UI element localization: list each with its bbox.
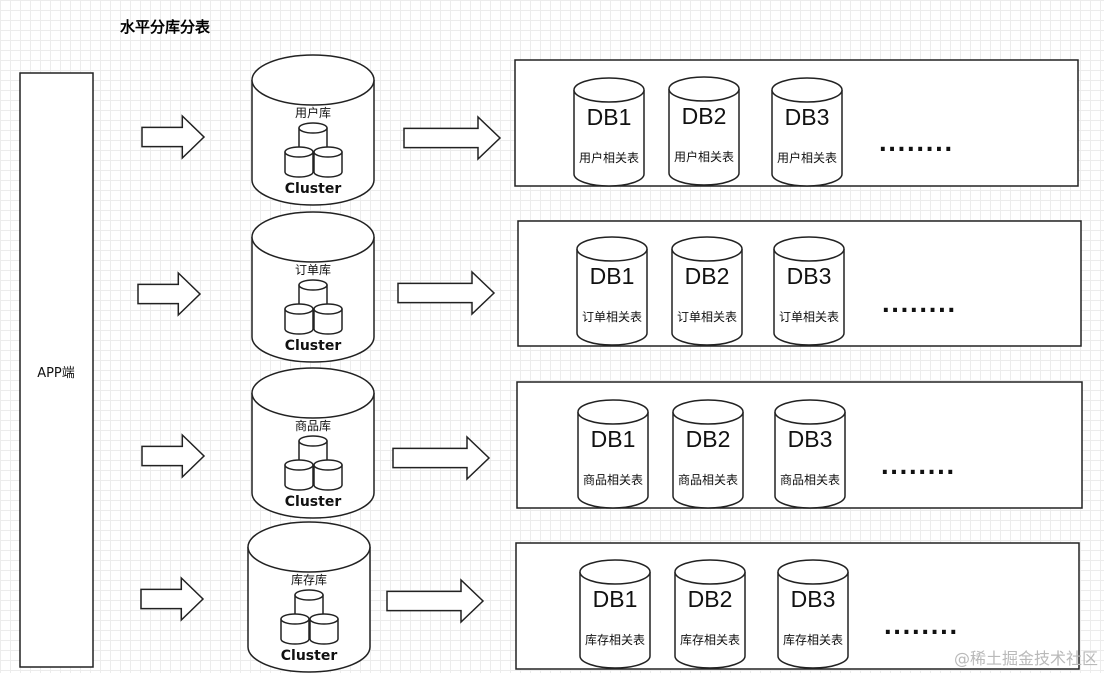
db-shape	[671, 236, 743, 346]
db-table-label: 库存相关表	[783, 632, 843, 647]
cluster-db-name: 商品库	[295, 418, 331, 433]
stack-cylinder-left	[284, 459, 314, 491]
db-name: DB3	[791, 586, 836, 612]
db-shape	[577, 399, 649, 509]
row-4: 库存库 Cluster DB1 库存相关表 DB2 库存相关表 DB3 库存相关表......…	[140, 521, 1080, 673]
arrow-app-to-cluster	[141, 114, 206, 160]
db-name: DB3	[785, 104, 830, 130]
db-cylinder-3: DB3 订单相关表	[773, 236, 845, 346]
db-cylinder-3: DB3 用户相关表	[771, 77, 843, 187]
more-dbs-ellipsis: ........	[881, 455, 956, 480]
db-table-label: 用户相关表	[674, 149, 734, 164]
db-cylinder-3: DB3 库存相关表	[777, 559, 849, 669]
stack-cylinder-top	[298, 122, 328, 154]
stack-cylinder-right	[313, 146, 343, 178]
db-shape	[672, 399, 744, 509]
cluster-stack-icon	[284, 435, 343, 491]
diagram-title: 水平分库分表	[120, 18, 211, 36]
cluster-label: Cluster	[285, 338, 342, 354]
row-2: 订单库 Cluster DB1 订单相关表 DB2 订单相关表 DB3 订单相关表......…	[137, 211, 1082, 363]
db-cylinder-1: DB1 库存相关表	[579, 559, 651, 669]
db-cylinder-2: DB2 库存相关表	[674, 559, 746, 669]
watermark: @稀土掘金技术社区	[954, 649, 1098, 668]
db-name: DB2	[688, 586, 733, 612]
stack-cylinder-right	[309, 613, 339, 645]
rows-layer: 用户库ClusterDB1用户相关表DB2用户相关表DB3用户相关表......…	[137, 54, 1083, 673]
db-shape	[579, 559, 651, 669]
cluster-stack-icon	[284, 279, 343, 335]
db-shape	[674, 559, 746, 669]
db-table-label: 用户相关表	[579, 150, 639, 165]
db-table-label: 订单相关表	[779, 310, 839, 324]
db-table-label: 库存相关表	[585, 632, 645, 647]
cluster-label: Cluster	[281, 648, 338, 664]
cluster-db-name: 库存库	[291, 572, 327, 587]
app-box	[19, 72, 94, 668]
db-name: DB1	[591, 426, 636, 452]
cluster-label: Cluster	[285, 494, 342, 510]
stack-cylinder-left	[280, 613, 310, 645]
db-table-label: 库存相关表	[680, 632, 740, 647]
db-shape	[771, 77, 843, 187]
stack-cylinder-right	[313, 459, 343, 491]
db-shape	[576, 236, 648, 346]
db-table-label: 商品相关表	[678, 472, 738, 487]
db-cylinder-3: DB3 商品相关表	[774, 399, 846, 509]
more-dbs-ellipsis: ........	[879, 132, 954, 157]
db-name: DB1	[590, 263, 635, 289]
db-table-label: 订单相关表	[582, 310, 642, 324]
db-shape	[668, 76, 740, 186]
db-table-label: 订单相关表	[677, 310, 737, 324]
row-1: 用户库 Cluster DB1 用户相关表 DB2 用户相关表 DB3 用户相关表......…	[141, 54, 1079, 206]
arrow-app-to-cluster	[137, 271, 202, 317]
arrow-app-to-cluster	[141, 433, 206, 479]
row-3: 商品库 Cluster DB1 商品相关表 DB2 商品相关表 DB3 商品相关表......…	[141, 367, 1083, 519]
stack-cylinder-right	[313, 303, 343, 335]
db-cylinder-2: DB2 用户相关表	[668, 76, 740, 186]
db-cylinder-1: DB1 商品相关表	[577, 399, 649, 509]
db-table-label: 用户相关表	[777, 150, 837, 165]
db-shape	[573, 77, 645, 187]
arrow-cluster-to-dbs	[386, 578, 485, 624]
db-name: DB2	[685, 263, 730, 289]
stack-cylinder-left	[284, 303, 314, 335]
arrow-cluster-to-dbs	[392, 435, 491, 481]
db-table-label: 商品相关表	[780, 472, 840, 487]
cluster-label: Cluster	[285, 181, 342, 197]
arrow-cluster-to-dbs	[397, 270, 496, 316]
db-table-label: 商品相关表	[583, 472, 643, 487]
db-name: DB2	[686, 426, 731, 452]
db-name: DB1	[593, 586, 638, 612]
cluster-db-name: 订单库	[295, 262, 331, 277]
arrow-app-to-cluster	[140, 576, 205, 622]
more-dbs-ellipsis: ........	[882, 293, 957, 318]
db-cylinder-1: DB1 用户相关表	[573, 77, 645, 187]
db-name: DB3	[787, 263, 832, 289]
db-shape	[777, 559, 849, 669]
stack-cylinder-left	[284, 146, 314, 178]
cluster-stack-icon	[284, 122, 343, 178]
db-cylinder-2: DB2 商品相关表	[672, 399, 744, 509]
db-cylinder-1: DB1 订单相关表	[576, 236, 648, 346]
cluster-db-name: 用户库	[295, 105, 331, 120]
db-shape	[774, 399, 846, 509]
arrow-cluster-to-dbs	[403, 115, 502, 161]
cluster-stack-icon	[280, 589, 339, 645]
db-cylinder-2: DB2 订单相关表	[671, 236, 743, 346]
db-name: DB2	[682, 103, 727, 129]
db-name: DB3	[788, 426, 833, 452]
db-shape	[773, 236, 845, 346]
db-name: DB1	[587, 104, 632, 130]
more-dbs-ellipsis: ........	[884, 615, 959, 640]
app-node: APP端	[19, 72, 94, 668]
app-label: APP端	[37, 366, 75, 381]
